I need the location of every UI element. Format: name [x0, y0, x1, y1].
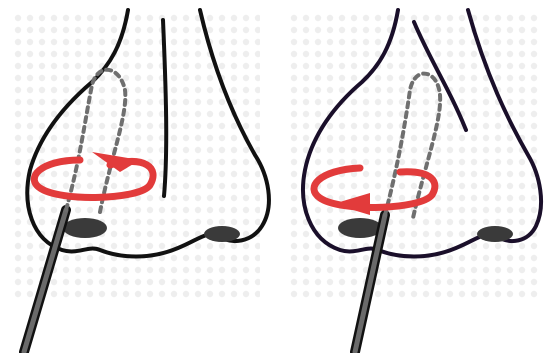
nostril-shadow: [63, 218, 107, 238]
dot-background: [10, 10, 540, 300]
nostril-shadow-left: [338, 218, 382, 238]
nostril-shadow-right: [477, 226, 513, 242]
nostril-shadow-right: [204, 226, 240, 242]
